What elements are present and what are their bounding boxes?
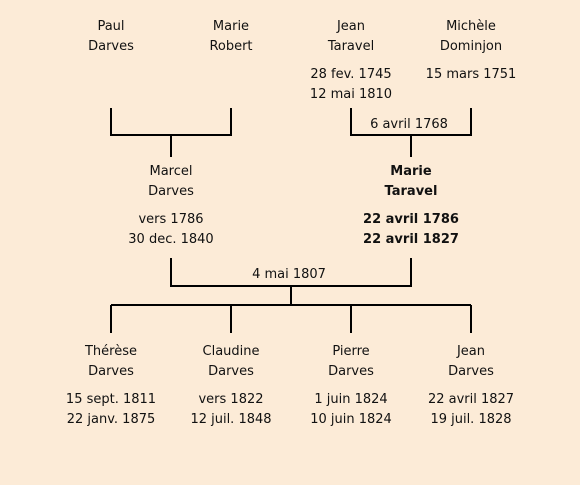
person-pierre-darves: Pierre Darves 1 juin 1824 10 juin 1824 [286, 342, 416, 430]
person-marie-robert: Marie Robert [166, 17, 296, 57]
last-name: Darves [448, 364, 494, 379]
first-name: Jean [336, 19, 366, 34]
death-date: 10 juin 1824 [310, 412, 392, 427]
first-name: Marie [390, 164, 432, 179]
first-name: Paul [97, 19, 125, 34]
last-name: Taravel [384, 184, 438, 199]
first-name: Marie [212, 19, 250, 34]
marriage-date-taravel-dominjon: 6 avril 1768 [370, 117, 448, 132]
death-date: 30 dec. 1840 [128, 232, 214, 247]
birth-date: vers 1822 [198, 392, 264, 407]
last-name: Robert [209, 39, 253, 54]
first-name: Michèle [446, 19, 496, 34]
first-name: Thérèse [84, 344, 137, 359]
first-name: Marcel [149, 164, 193, 179]
last-name: Darves [328, 364, 374, 379]
last-name: Darves [88, 39, 134, 54]
birth-date: 1 juin 1824 [314, 392, 388, 407]
paternal-grandparents-bracket [110, 108, 232, 136]
person-therese-darves: Thérèse Darves 15 sept. 1811 22 janv. 18… [46, 342, 176, 430]
person-jean-taravel: Jean Taravel 28 fev. 1745 12 mai 1810 [286, 17, 416, 105]
birth-date: 22 avril 1827 [427, 392, 515, 407]
last-name: Darves [148, 184, 194, 199]
death-date: 12 mai 1810 [309, 87, 393, 102]
last-name: Darves [208, 364, 254, 379]
person-claudine-darves: Claudine Darves vers 1822 12 juil. 1848 [166, 342, 296, 430]
person-marie-taravel: Marie Taravel 22 avril 1786 22 avril 182… [346, 162, 476, 250]
person-paul-darves: Paul Darves [46, 17, 176, 57]
birth-date: 28 fev. 1745 [310, 67, 392, 82]
last-name: Dominjon [439, 39, 503, 54]
last-name: Taravel [327, 39, 375, 54]
birth-date: 22 avril 1786 [363, 212, 459, 227]
birth-date: 15 sept. 1811 [65, 392, 157, 407]
death-date: 19 juil. 1828 [430, 412, 512, 427]
person-jean-darves: Jean Darves 22 avril 1827 19 juil. 1828 [406, 342, 536, 430]
death-date: 22 avril 1827 [363, 232, 459, 247]
first-name: Claudine [202, 344, 260, 359]
birth-date: 15 mars 1751 [425, 67, 517, 82]
marriage-date-darves-taravel: 4 mai 1807 [252, 267, 326, 282]
death-date: 22 janv. 1875 [66, 412, 156, 427]
birth-date: vers 1786 [138, 212, 204, 227]
person-michele-dominjon: Michèle Dominjon 15 mars 1751 [406, 17, 536, 85]
first-name: Pierre [332, 344, 370, 359]
last-name: Darves [88, 364, 134, 379]
person-marcel-darves: Marcel Darves vers 1786 30 dec. 1840 [106, 162, 236, 250]
first-name: Jean [456, 344, 486, 359]
death-date: 12 juil. 1848 [190, 412, 272, 427]
